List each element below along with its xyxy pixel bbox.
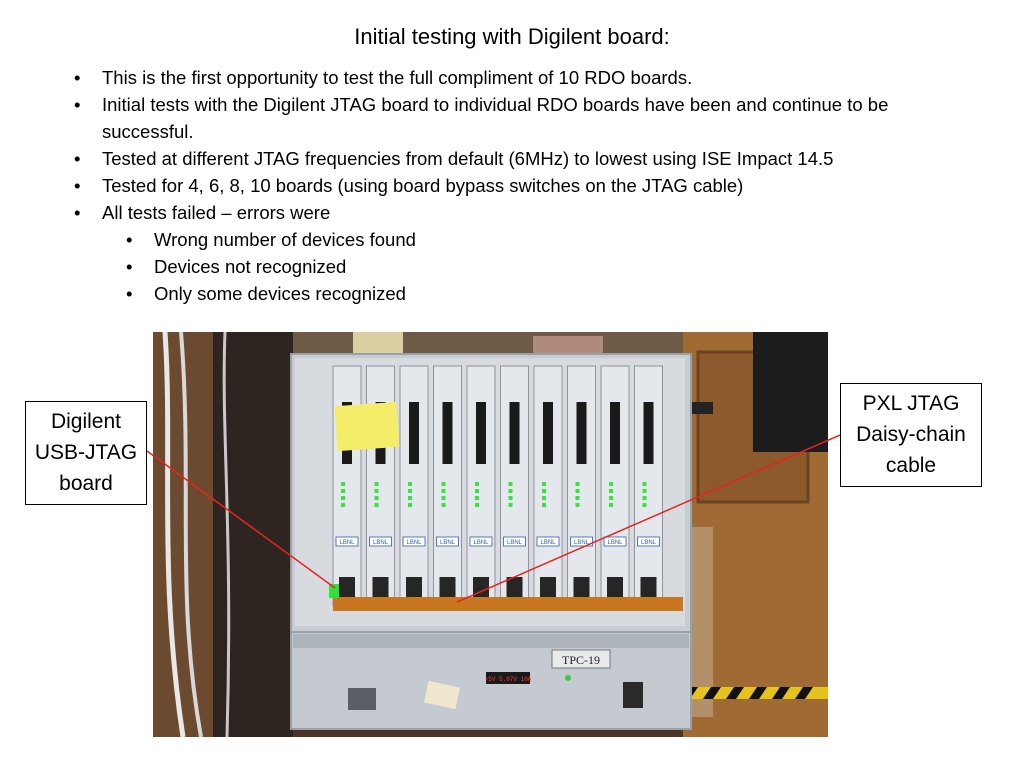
slide-title: Initial testing with Digilent board: xyxy=(354,24,670,49)
lbnl-label: LBNL xyxy=(607,540,623,546)
rdo-board: LBNL xyxy=(433,365,462,607)
callout-digilent: Digilent USB-JTAG board xyxy=(25,401,147,505)
bullet-item: Tested at different JTAG frequencies fro… xyxy=(74,145,954,172)
callout-pxl-jtag: PXL JTAG Daisy-chain cable xyxy=(840,383,982,487)
bullet-list: This is the first opportunity to test th… xyxy=(74,64,954,307)
rdo-board: LBNL xyxy=(399,365,429,607)
bullet-item: Tested for 4, 6, 8, 10 boards (using boa… xyxy=(74,172,954,199)
sub-bullet-item: Wrong number of devices found xyxy=(126,226,954,253)
rdo-board: LBNL xyxy=(500,365,529,607)
callout-digilent-line: board xyxy=(59,472,113,495)
callout-pxl-line: PXL JTAG xyxy=(862,392,960,415)
lbnl-label: LBNL xyxy=(507,540,523,546)
lbnl-label: LBNL xyxy=(406,540,422,546)
bullet-item: This is the first opportunity to test th… xyxy=(74,64,954,91)
callout-digilent-line: Digilent xyxy=(50,410,122,433)
rdo-board: LBNL xyxy=(600,365,630,607)
lbnl-label: LBNL xyxy=(373,540,389,546)
bullet-item: All tests failed – errors were xyxy=(74,199,954,226)
callout-pxl-line: Daisy-chain xyxy=(856,423,966,446)
lbnl-label: LBNL xyxy=(574,540,590,546)
lbnl-label: LBNL xyxy=(540,540,556,546)
rdo-board: LBNL xyxy=(634,365,663,607)
power-display: +5V 5.07V 10A xyxy=(485,676,532,683)
rdo-board: LBNL xyxy=(466,365,496,607)
lbnl-label: LBNL xyxy=(339,540,355,546)
lbnl-label: LBNL xyxy=(473,540,489,546)
crate-label: TPC-19 xyxy=(562,653,600,667)
callout-digilent-line: USB-JTAG xyxy=(34,441,138,464)
sub-bullet-item: Only some devices recognized xyxy=(126,280,954,307)
callout-pxl-line: cable xyxy=(885,454,937,477)
sub-bullet-item: Devices not recognized xyxy=(126,253,954,280)
crate-photo: LBNL LBNL LBNL LBNL LBNL LBNL LBNL LBNL LBNL LBNL… xyxy=(153,332,828,737)
arrow-right xyxy=(456,434,841,603)
arrow-left xyxy=(146,450,336,589)
crate-photo-illustration: LBNL LBNL LBNL LBNL LBNL LBNL LBNL LBNL LBNL LBNL… xyxy=(153,332,828,737)
lbnl-label: LBNL xyxy=(440,540,456,546)
bullet-item: Initial tests with the Digilent JTAG boa… xyxy=(74,91,954,145)
lbnl-label: LBNL xyxy=(641,540,657,546)
